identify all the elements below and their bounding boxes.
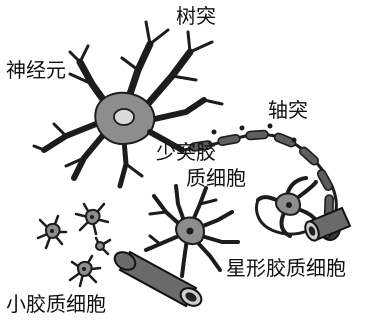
microglia-cell bbox=[68, 254, 102, 288]
neuron-dendrites bbox=[32, 20, 224, 189]
label-neuron: 神经元 bbox=[6, 58, 66, 82]
label-microglia: 小胶质细胞 bbox=[6, 292, 106, 316]
axon-nodes bbox=[211, 123, 297, 143]
neuron bbox=[32, 20, 341, 241]
label-astrocyte: 星形胶质细胞 bbox=[226, 256, 346, 280]
microglia-cells bbox=[36, 202, 112, 288]
label-axon: 轴突 bbox=[268, 98, 308, 122]
microglia-cell bbox=[36, 214, 68, 250]
label-oligodendrocyte-line2: 质细胞 bbox=[186, 166, 246, 190]
microglia-cell bbox=[94, 236, 112, 256]
label-dendrite: 树突 bbox=[176, 4, 216, 28]
astrocyte bbox=[144, 184, 240, 278]
label-oligodendrocyte-line1: 少突胶 bbox=[156, 140, 216, 164]
neuron-nucleus bbox=[113, 108, 135, 126]
blood-vessel bbox=[113, 250, 203, 308]
blood-vessel-right bbox=[304, 206, 352, 242]
microglia-cell bbox=[74, 202, 110, 236]
